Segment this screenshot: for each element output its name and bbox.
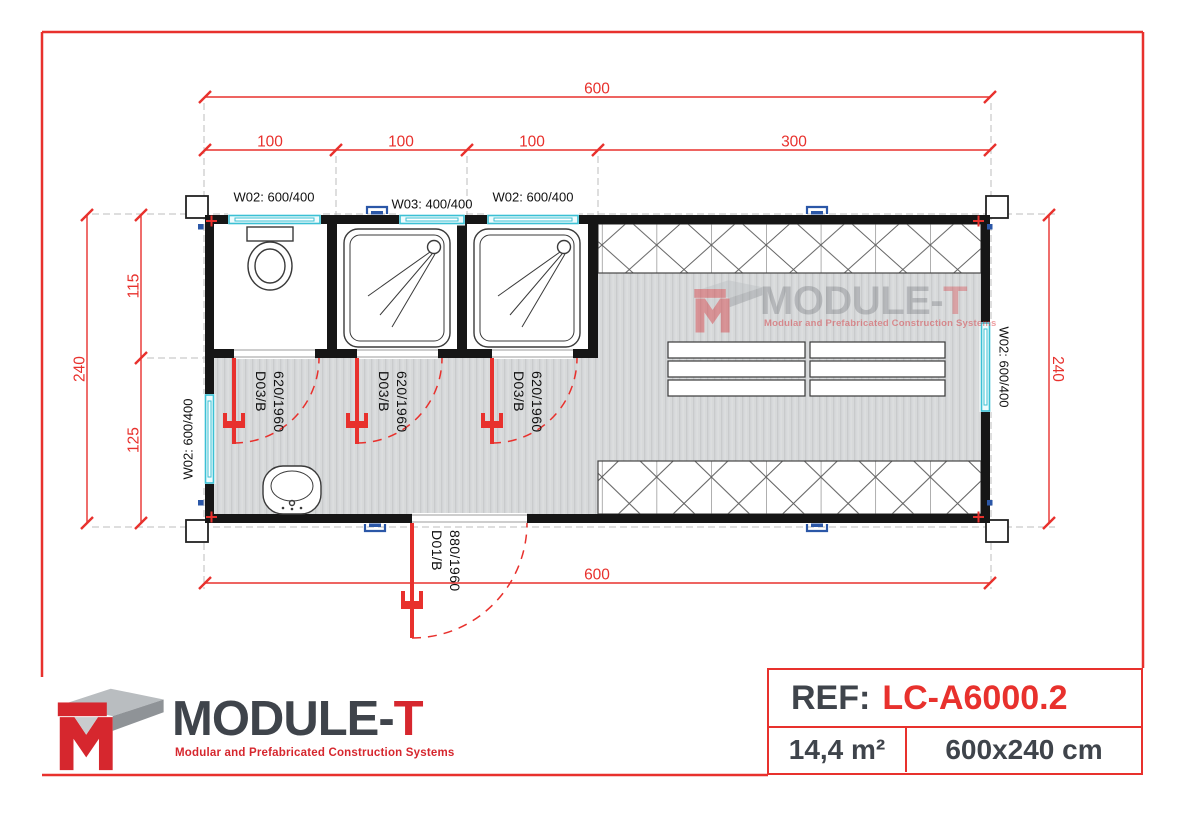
shower-tray-2 (473, 228, 581, 348)
area-cell: 14,4 m² (769, 728, 907, 772)
door-openings (234, 348, 573, 524)
dim-seg-3: 100 (519, 133, 545, 151)
clamp-bars (369, 211, 823, 527)
ref-label: REF: (791, 678, 871, 717)
entrance-door-code: D01/B (429, 530, 445, 571)
dim-top-total: 600 (584, 80, 610, 98)
door-leaves (223, 358, 503, 638)
dim-right-total: 240 (1048, 356, 1066, 382)
dim-left-upper: 115 (125, 273, 143, 299)
window-top-middle-icon (399, 213, 465, 226)
watermark-brand: MODULE-T (760, 279, 968, 323)
footer-logo-mark (57, 688, 164, 771)
toilet (246, 226, 294, 291)
window-label-top-middle: W03: 400/400 (391, 196, 473, 212)
size-cell: 600x240 cm (945, 734, 1103, 765)
sink (262, 465, 322, 515)
watermark-tagline: Modular and Prefabricated Construction S… (764, 318, 997, 329)
window-top-right-icon (487, 213, 579, 226)
dim-seg-2: 100 (388, 133, 414, 151)
window-top-left-icon (228, 213, 321, 226)
dimension-ticks (80, 90, 1056, 590)
corner-markers-blue (198, 224, 993, 506)
watermark-brand-main: MODULE- (760, 279, 944, 323)
footer-tagline: Modular and Prefabricated Construction S… (175, 747, 455, 759)
window-label-top-right: W02: 600/400 (492, 189, 574, 205)
window-label-left: W02: 600/400 (180, 398, 196, 480)
dim-left-total: 240 (71, 356, 89, 382)
door2-size: 620/1960 (394, 371, 410, 433)
bench-strip-bottom (597, 460, 982, 515)
window-left-icon (203, 394, 216, 484)
door1-size: 620/1960 (271, 371, 287, 433)
corner-posts (185, 195, 1009, 543)
window-right-icon (979, 322, 992, 412)
reference-box: REF: LC-A6000.2 14,4 m² 600x240 cm (767, 668, 1143, 775)
corner-markers-red (206, 215, 984, 523)
benches (667, 341, 946, 397)
lifting-clamps (363, 205, 829, 533)
bench-strip-top (597, 223, 982, 274)
red-frame (40, 30, 1145, 777)
door3-code: D03/B (511, 371, 527, 412)
window-label-right: W02: 600/400 (996, 326, 1012, 408)
door2-code: D03/B (376, 371, 392, 412)
watermark-brand-t: T (943, 279, 968, 323)
door3-size: 620/1960 (529, 371, 545, 433)
dim-seg-1: 100 (257, 133, 283, 151)
entrance-door-size: 880/1960 (447, 530, 463, 592)
ref-value: LC-A6000.2 (882, 678, 1068, 717)
dim-left-lower: 125 (125, 427, 143, 453)
door-swing-arcs (233, 357, 578, 639)
door1-code: D03/B (253, 371, 269, 412)
footer-brand: MODULE-T (172, 692, 424, 746)
window-label-top-left: W02: 600/400 (233, 189, 315, 205)
spec-row: 14,4 m² 600x240 cm (769, 728, 1141, 772)
footer-brand-t: T (393, 692, 424, 746)
dim-seg-4: 300 (781, 133, 807, 151)
dim-bottom-total: 600 (584, 566, 610, 584)
reference-row: REF: LC-A6000.2 (769, 670, 1141, 728)
footer-brand-main: MODULE- (172, 692, 395, 746)
shower-tray-1 (343, 228, 451, 348)
